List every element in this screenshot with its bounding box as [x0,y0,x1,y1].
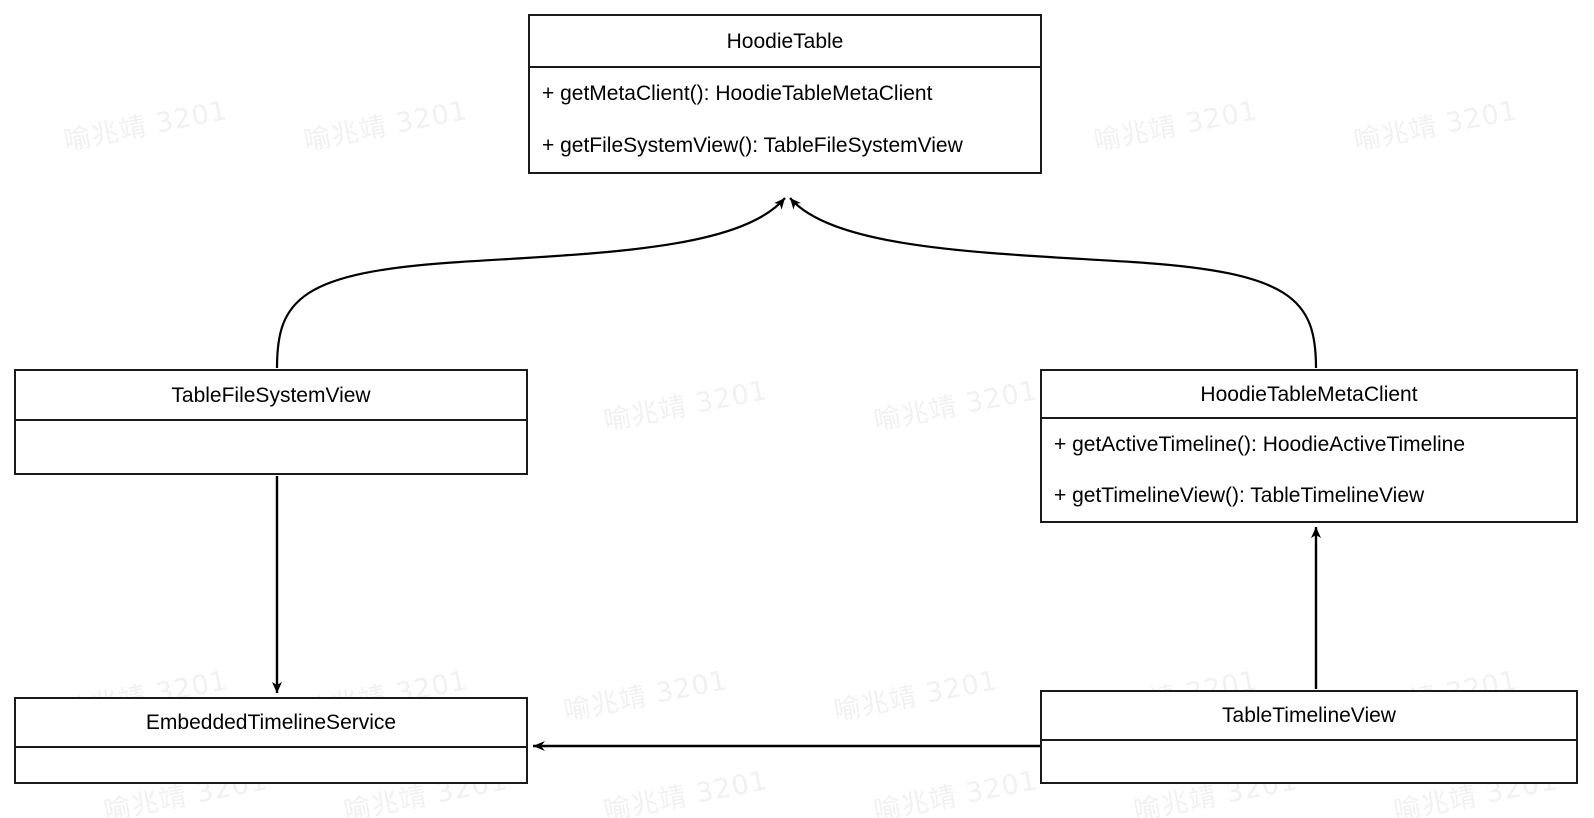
watermark-text: 喻兆靖 3201 [301,95,471,158]
class-member: + getFileSystemView(): TableFileSystemVi… [542,134,963,157]
relation-hoodietablemetaclient-to-hoodietable [789,197,1318,369]
class-box-hoodie-table-meta-client[interactable]: HoodieTableMetaClient + getActiveTimelin… [1040,369,1578,523]
class-members-hoodie-table-meta-client: + getActiveTimeline(): HoodieActiveTimel… [1042,417,1576,521]
class-members-hoodie-table: + getMetaClient(): HoodieTableMetaClient… [530,66,1040,172]
watermark-text: 喻兆靖 3201 [61,95,231,158]
watermark-text: 喻兆靖 3201 [601,375,771,438]
class-members-table-timeline-view [1042,739,1576,782]
class-title-embedded-timeline-service: EmbeddedTimelineService [145,711,397,734]
class-members-table-file-system-view [16,419,526,473]
relation-tablefilesystemview-to-hoodietable [275,197,786,369]
watermark-text: 喻兆靖 3201 [871,765,1041,818]
watermark-text: 喻兆靖 3201 [601,765,771,818]
watermark-text: 喻兆靖 3201 [1351,95,1521,158]
class-title-table-file-system-view: TableFileSystemView [171,383,371,407]
watermark-text: 喻兆靖 3201 [871,375,1041,438]
class-member: + getActiveTimeline(): HoodieActiveTimel… [1054,432,1466,456]
watermark-text: 喻兆靖 3201 [1091,95,1261,158]
class-title-table-timeline-view: TableTimelineView [1222,704,1396,727]
class-title-hoodie-table-meta-client: HoodieTableMetaClient [1200,382,1418,406]
class-title-hoodie-table: HoodieTable [726,29,844,53]
class-members-embedded-timeline-service [16,746,526,782]
class-member: + getMetaClient(): HoodieTableMetaClient [542,82,933,105]
class-box-embedded-timeline-service[interactable]: EmbeddedTimelineService [14,697,528,784]
class-box-table-file-system-view[interactable]: TableFileSystemView [14,369,528,475]
class-member: + getTimelineView(): TableTimelineView [1054,483,1425,507]
class-box-hoodie-table[interactable]: HoodieTable + getMetaClient(): HoodieTab… [528,14,1042,174]
watermark-text: 喻兆靖 3201 [831,665,1001,728]
watermark-text: 喻兆靖 3201 [561,665,731,728]
class-box-table-timeline-view[interactable]: TableTimelineView [1040,690,1578,784]
